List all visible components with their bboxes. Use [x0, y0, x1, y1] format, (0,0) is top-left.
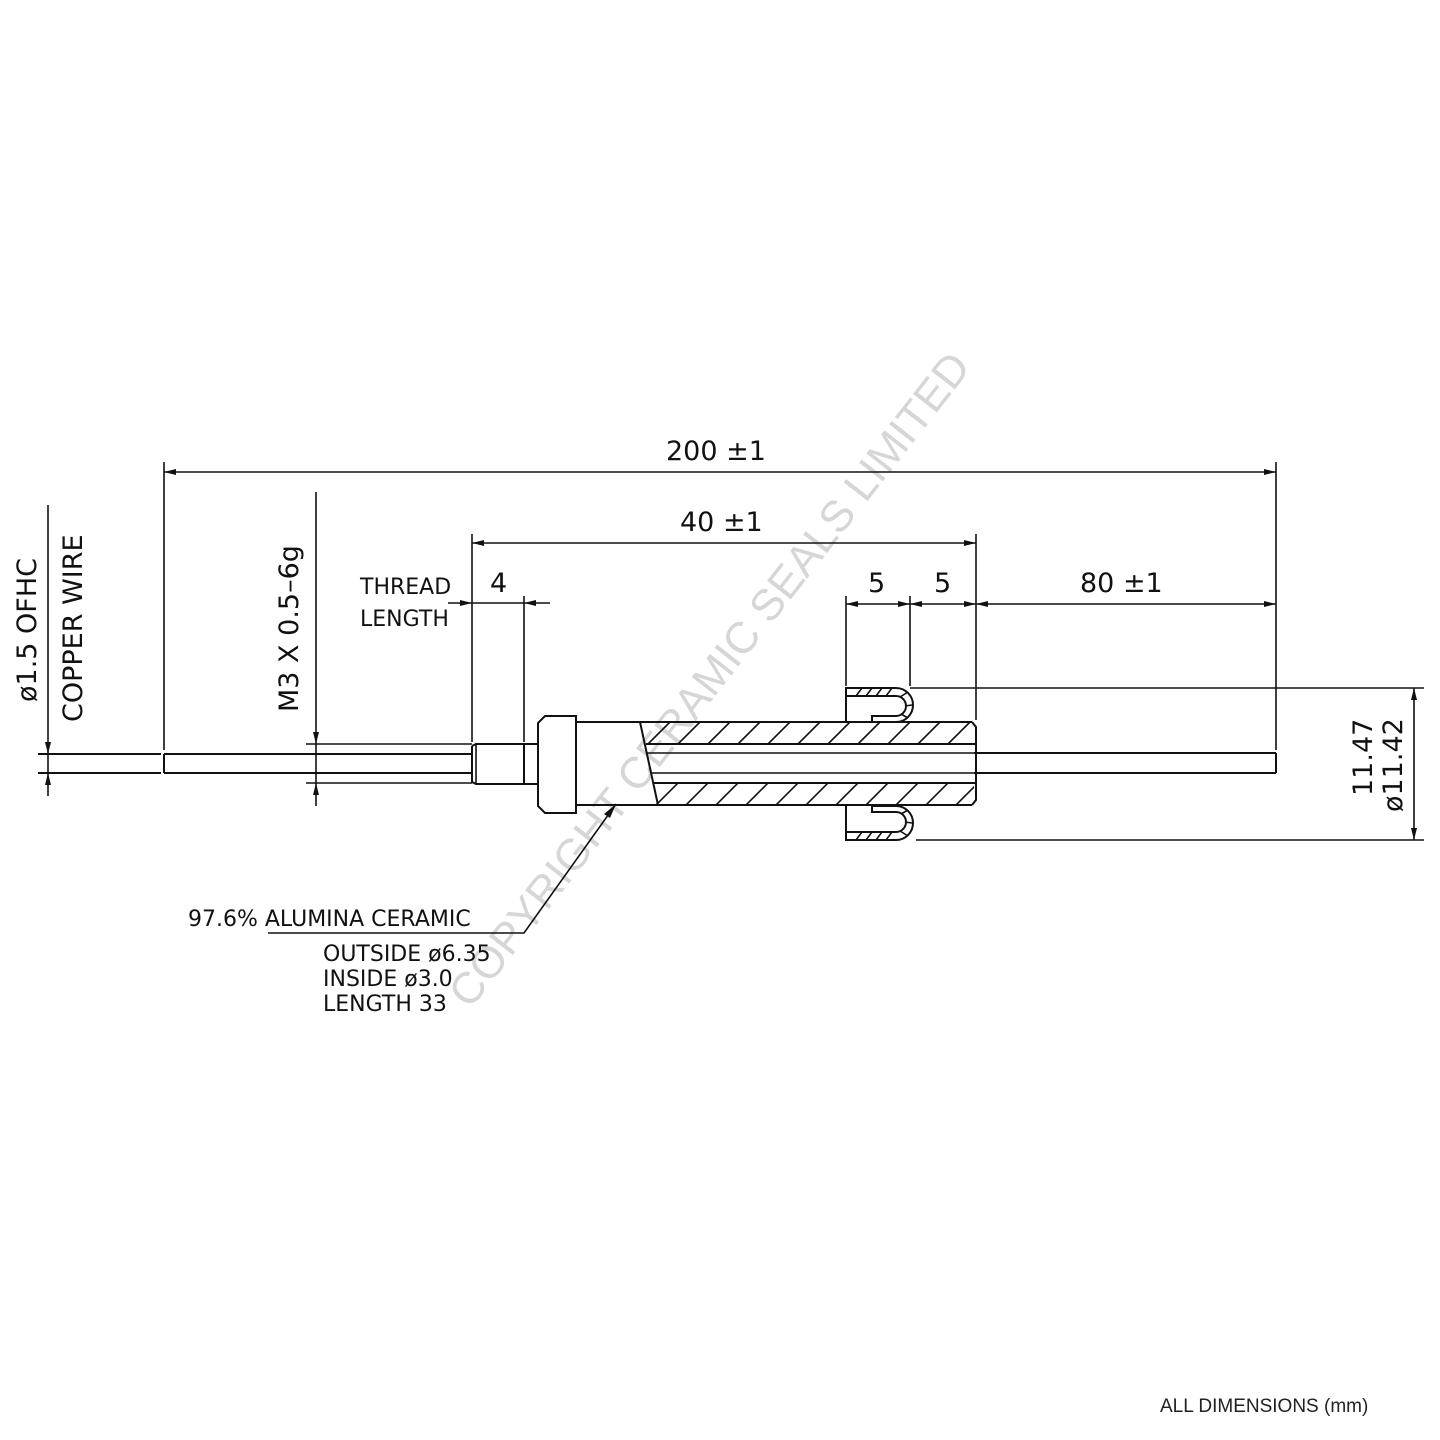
flange-height-label: 11.47: [1348, 719, 1379, 796]
thread-length-label-2: LENGTH: [360, 607, 449, 632]
terminal-nut: [537, 715, 577, 814]
thread-length-value: 4: [490, 568, 507, 599]
ceramic-insulator: [576, 721, 977, 806]
units-note: ALL DIMENSIONS (mm): [1160, 1396, 1369, 1417]
thread-spec-label: M3 X 0.5–6g: [274, 545, 305, 712]
ceramic-length: LENGTH 33: [323, 992, 447, 1017]
wire-diameter-label: ø1.5 OFHC: [12, 558, 43, 702]
extension-lines: [38, 462, 1424, 841]
wire-tail-length-label: 80 ±1: [1080, 568, 1163, 599]
ceramic-title: 97.6% ALUMINA CERAMIC: [188, 907, 471, 932]
overall-length-label: 200 ±1: [666, 436, 766, 467]
ceramic-outside-diameter: OUTSIDE ø6.35: [323, 942, 491, 967]
ceramic-inside-diameter: INSIDE ø3.0: [323, 967, 453, 992]
threaded-stud: [471, 743, 538, 785]
body-length-label: 40 ±1: [680, 507, 763, 538]
flange-offset-b-label: 5: [934, 568, 951, 599]
flange-offset-a-label: 5: [868, 568, 885, 599]
wire-material-label: COPPER WIRE: [58, 534, 89, 722]
thread-length-label-1: THREAD: [359, 575, 451, 600]
dimension-lines: [45, 469, 1417, 934]
copper-wire: [38, 752, 1277, 774]
flange-diameter-label: ø11.42: [1378, 718, 1409, 812]
weld-flange: [845, 687, 914, 841]
